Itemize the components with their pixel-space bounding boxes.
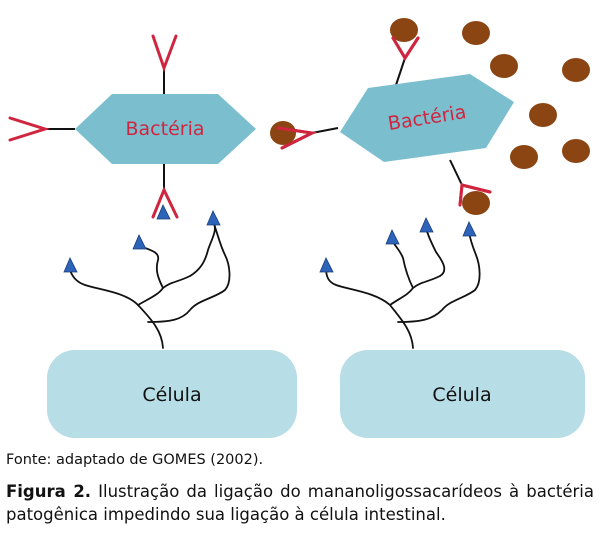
left-bacterium-label: Bactéria xyxy=(126,118,205,140)
left-triangle-3 xyxy=(156,204,171,220)
right-panel: Bactéria xyxy=(270,18,590,438)
right-receptor-arms-front xyxy=(276,36,492,207)
particle-2 xyxy=(462,21,490,45)
right-bacterium xyxy=(340,74,514,162)
particle-8 xyxy=(270,121,296,145)
right-oligosaccharide-tree xyxy=(325,227,481,349)
left-oligosaccharide-tree xyxy=(69,220,231,349)
left-triangle-1 xyxy=(63,257,78,273)
particle-9 xyxy=(462,191,490,215)
left-cell xyxy=(47,350,297,438)
particle-1 xyxy=(390,18,418,42)
particle-6 xyxy=(510,145,538,169)
figure-caption-text: Ilustração da ligação do mananoligossaca… xyxy=(6,482,594,524)
particle-7 xyxy=(562,139,590,163)
left-triangles xyxy=(63,204,221,273)
particle-4 xyxy=(562,58,590,82)
right-cell xyxy=(340,350,585,438)
left-panel: Bactéria Célula xyxy=(8,34,297,438)
right-cell-label: Célula xyxy=(432,384,491,406)
left-bacterium xyxy=(75,94,256,164)
right-triangle-1 xyxy=(319,257,334,273)
right-triangles xyxy=(319,217,477,273)
mannan-particles xyxy=(270,18,590,215)
figure-source: Fonte: adaptado de GOMES (2002). xyxy=(6,452,264,468)
right-triangle-3 xyxy=(419,217,434,233)
figure-caption-label: Figura 2. xyxy=(6,482,92,501)
figure-caption: Figura 2. Ilustração da ligação do manan… xyxy=(6,480,594,526)
left-triangle-2 xyxy=(132,234,147,250)
particle-3 xyxy=(490,54,518,78)
diagram: Bactéria Célula xyxy=(8,18,590,438)
left-cell-label: Célula xyxy=(142,384,201,406)
particle-5 xyxy=(529,103,557,127)
left-triangle-4 xyxy=(206,210,221,226)
right-triangle-4 xyxy=(462,221,477,237)
left-receptor-arms xyxy=(8,34,179,219)
right-triangle-2 xyxy=(385,229,400,245)
